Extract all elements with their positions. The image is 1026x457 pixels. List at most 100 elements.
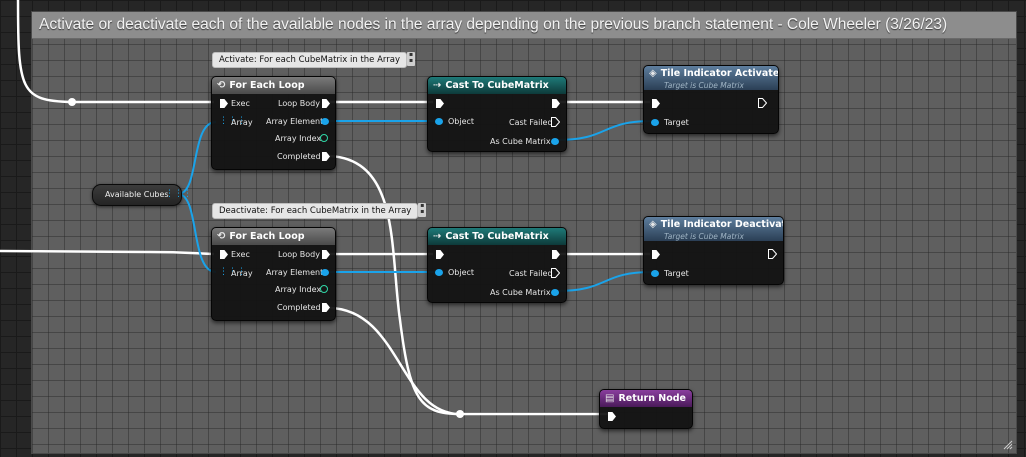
comment-header[interactable]: Activate or deactivate each of the avail… bbox=[32, 12, 1016, 39]
node-subtitle: Target is Cube Matrix bbox=[664, 81, 744, 90]
exec-out-pin[interactable] bbox=[768, 249, 777, 259]
target-pin[interactable] bbox=[651, 270, 659, 277]
array-element-label: Array Element bbox=[266, 117, 324, 126]
target-label: Target bbox=[664, 269, 689, 278]
cast-failed-label: Cast Failed bbox=[509, 118, 553, 127]
node-header: ⟲ For Each Loop bbox=[212, 77, 335, 94]
tile-indicator-activate-node[interactable]: ◈ Tile Indicator Activate Target is Cube… bbox=[643, 65, 779, 134]
array-pin-icon[interactable]: ⋮⋮⋮ bbox=[219, 116, 246, 126]
array-element-pin[interactable] bbox=[321, 269, 329, 276]
loop-icon: ⟲ bbox=[217, 80, 226, 91]
array-element-pin[interactable] bbox=[321, 118, 329, 125]
as-cube-matrix-pin[interactable] bbox=[551, 289, 559, 296]
node-header: ◈ Tile Indicator Activate Target is Cube… bbox=[644, 66, 778, 90]
exec-in-pin[interactable] bbox=[652, 99, 660, 108]
cast-to-cubematrix-node-deactivate[interactable]: ⇢ Cast To CubeMatrix Object Cast Failed … bbox=[427, 227, 567, 303]
array-label: Array bbox=[231, 118, 253, 127]
node-title: Cast To CubeMatrix bbox=[445, 231, 549, 242]
completed-label: Completed bbox=[277, 303, 321, 312]
exec-in-pin[interactable] bbox=[436, 99, 444, 108]
bubble-pin-icon[interactable]: ▪▪ bbox=[407, 51, 415, 66]
function-icon: ◈ bbox=[649, 68, 657, 79]
cast-failed-pin[interactable] bbox=[551, 117, 560, 127]
completed-pin[interactable] bbox=[322, 303, 330, 312]
array-index-label: Array Index bbox=[275, 285, 322, 294]
loop-icon: ⟲ bbox=[217, 231, 226, 242]
array-index-pin[interactable] bbox=[320, 134, 328, 142]
object-pin[interactable] bbox=[435, 118, 443, 125]
node-header: ⇢ Cast To CubeMatrix bbox=[428, 228, 566, 245]
object-label: Object bbox=[448, 268, 475, 277]
loop-body-pin[interactable] bbox=[322, 99, 330, 108]
reroute-knot-bottom[interactable] bbox=[456, 410, 464, 418]
completed-label: Completed bbox=[277, 152, 321, 161]
object-label: Object bbox=[448, 117, 475, 126]
exec-label: Exec bbox=[231, 99, 250, 108]
for-each-loop-node-activate[interactable]: ⟲ For Each Loop Exec ⋮⋮⋮ Array Loop Body… bbox=[211, 76, 336, 170]
node-subtitle: Target is Cube Matrix bbox=[664, 232, 744, 241]
exec-in-pin[interactable] bbox=[436, 250, 444, 259]
array-element-label: Array Element bbox=[266, 268, 324, 277]
node-title: For Each Loop bbox=[229, 80, 305, 91]
comment-bubble-deactivate-text: Deactivate: For each CubeMatrix in the A… bbox=[219, 206, 412, 216]
node-title: Tile Indicator Activate bbox=[660, 68, 779, 79]
completed-pin[interactable] bbox=[322, 152, 330, 161]
array-index-pin[interactable] bbox=[320, 285, 328, 293]
data-wire-cast1-target1 bbox=[555, 120, 653, 141]
as-cube-matrix-label: As Cube Matrix bbox=[490, 288, 551, 297]
exec-in-pin[interactable] bbox=[608, 412, 616, 421]
exec-out-pin[interactable] bbox=[552, 250, 560, 259]
exec-in-pin[interactable] bbox=[220, 99, 228, 108]
data-wire-cast2-target2 bbox=[555, 271, 653, 292]
return-icon: ▤ bbox=[605, 393, 615, 404]
object-pin[interactable] bbox=[435, 269, 443, 276]
node-title: Cast To CubeMatrix bbox=[445, 80, 549, 91]
for-each-loop-node-deactivate[interactable]: ⟲ For Each Loop Exec ⋮⋮⋮ Array Loop Body… bbox=[211, 227, 336, 321]
as-cube-matrix-label: As Cube Matrix bbox=[490, 137, 551, 146]
bubble-pin-icon[interactable]: ▪▪ bbox=[418, 202, 427, 217]
comment-bubble-deactivate[interactable]: Deactivate: For each CubeMatrix in the A… bbox=[212, 203, 427, 219]
target-pin[interactable] bbox=[651, 119, 659, 126]
exec-wire-completed2-return bbox=[329, 306, 461, 416]
cast-arrow-icon: ⇢ bbox=[433, 231, 442, 242]
node-header: ◈ Tile Indicator Deactivate Target is Cu… bbox=[644, 217, 783, 241]
array-index-label: Array Index bbox=[275, 134, 322, 143]
cast-arrow-icon: ⇢ bbox=[433, 80, 442, 91]
cast-to-cubematrix-node-activate[interactable]: ⇢ Cast To CubeMatrix Object Cast Failed … bbox=[427, 76, 567, 152]
comment-bubble-activate[interactable]: Activate: For each CubeMatrix in the Arr… bbox=[212, 52, 415, 68]
node-title: For Each Loop bbox=[229, 231, 305, 242]
cast-failed-pin[interactable] bbox=[551, 268, 560, 278]
target-label: Target bbox=[664, 118, 689, 127]
array-output-pin-icon[interactable]: ⋮⋮⋮ bbox=[165, 189, 192, 199]
loop-body-label: Loop Body bbox=[278, 99, 320, 108]
node-header: ⟲ For Each Loop bbox=[212, 228, 335, 245]
tile-indicator-deactivate-node[interactable]: ◈ Tile Indicator Deactivate Target is Cu… bbox=[643, 216, 784, 285]
loop-body-label: Loop Body bbox=[278, 250, 320, 259]
function-icon: ◈ bbox=[649, 219, 657, 230]
exec-label: Exec bbox=[231, 250, 250, 259]
data-wire-var-array2 bbox=[177, 193, 217, 273]
node-title: Tile Indicator Deactivate bbox=[660, 219, 784, 230]
cast-failed-label: Cast Failed bbox=[509, 269, 553, 278]
node-header: ⇢ Cast To CubeMatrix bbox=[428, 77, 566, 94]
exec-wire-in-top bbox=[16, 0, 214, 104]
exec-wire-completed1-return bbox=[329, 154, 608, 416]
comment-bubble-activate-text: Activate: For each CubeMatrix in the Arr… bbox=[219, 55, 400, 65]
exec-out-pin[interactable] bbox=[552, 99, 560, 108]
variable-label: Available Cubes bbox=[105, 190, 169, 199]
loop-body-pin[interactable] bbox=[322, 250, 330, 259]
return-node[interactable]: ▤ Return Node bbox=[599, 389, 693, 429]
exec-out-pin[interactable] bbox=[758, 98, 767, 108]
available-cubes-variable-node[interactable]: Available Cubes ⋮⋮⋮ bbox=[92, 184, 192, 206]
exec-in-pin[interactable] bbox=[652, 250, 660, 259]
reroute-knot-top[interactable] bbox=[68, 98, 76, 106]
comment-title: Activate or deactivate each of the avail… bbox=[39, 16, 948, 33]
node-header: ▤ Return Node bbox=[600, 390, 692, 407]
array-label: Array bbox=[231, 269, 253, 278]
array-pin-icon[interactable]: ⋮⋮⋮ bbox=[219, 267, 246, 277]
as-cube-matrix-pin[interactable] bbox=[551, 138, 559, 145]
resize-handle-icon[interactable] bbox=[1003, 440, 1013, 450]
node-title: Return Node bbox=[618, 393, 686, 404]
exec-in-pin[interactable] bbox=[220, 250, 228, 259]
